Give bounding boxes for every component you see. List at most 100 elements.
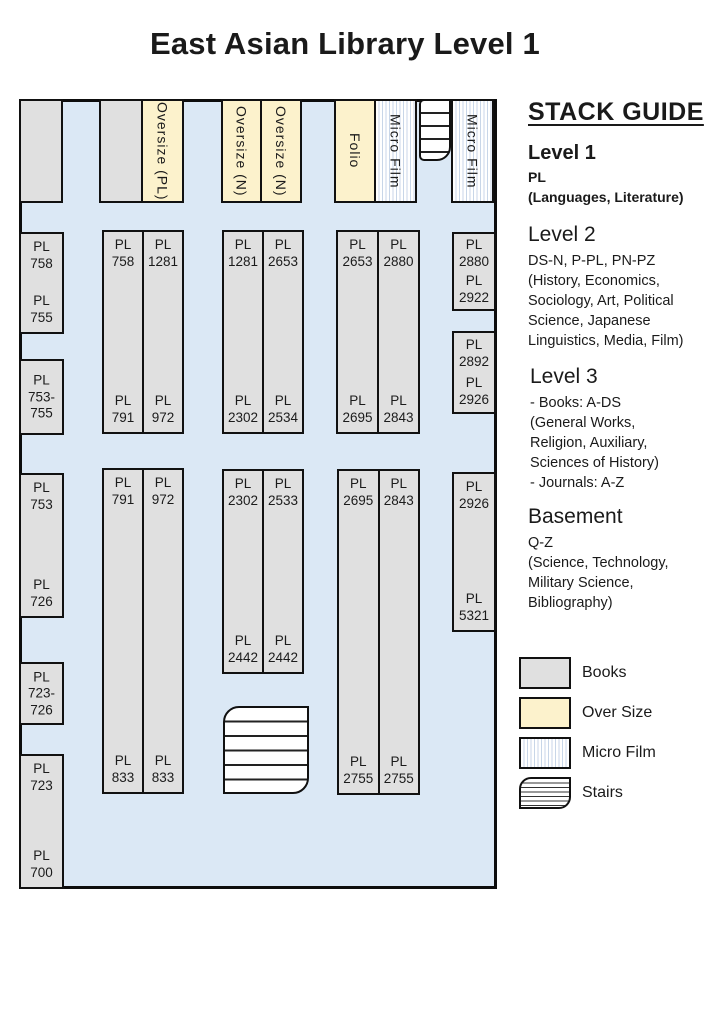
- stack-label: PL 723- 726: [27, 668, 56, 717]
- legend-label: Stairs: [582, 784, 623, 801]
- stack-label: PL 1281: [147, 237, 179, 269]
- stack-label: PL 2695: [343, 476, 374, 508]
- guide-section-level-2: Level 2 DS-N, P-PL, PN-PZ (History, Econ…: [528, 223, 708, 351]
- stack-label: PL 2755: [343, 754, 374, 786]
- stack-wall-left-3: PL 753 PL 726: [19, 473, 64, 618]
- stack-label: PL 2926: [458, 479, 490, 511]
- guide-section-basement: Basement Q-Z (Science, Technology, Milit…: [528, 505, 708, 613]
- stack-label: PL 791: [111, 475, 135, 507]
- stack-label: PL 2755: [383, 754, 414, 786]
- stack-label: PL 753- 755: [27, 372, 56, 421]
- stack-column: PL 2653 PL 2695: [338, 232, 377, 432]
- stack-oversize-n-2: Oversize (N): [260, 99, 302, 203]
- stack-column: PL 2533 PL 2442: [262, 471, 302, 672]
- stack-label: PL 2695: [342, 393, 373, 425]
- stack-pair-a: PL 758 PL 791 PL 1281 PL 972: [102, 230, 184, 434]
- legend: Books Over Size Micro Film Stairs: [519, 657, 699, 817]
- stack-oversize-pl: Oversize (PL): [141, 99, 184, 203]
- stack-folio: Folio: [334, 99, 376, 203]
- guide-heading: Basement: [528, 505, 623, 528]
- stack-label: PL 726: [30, 577, 53, 609]
- guide-heading: Level 2: [528, 223, 596, 246]
- stack-microfilm-1: Micro Film: [374, 99, 417, 203]
- stack-wall-left-5: PL 723 PL 700: [19, 754, 64, 889]
- legend-row-books: Books: [519, 657, 699, 689]
- guide-section-level-1: Level 1 PL (Languages, Literature): [528, 142, 708, 207]
- stack-label: PL 758: [111, 237, 135, 269]
- stack-microfilm-2: Micro Film: [451, 99, 494, 203]
- stack-label: Micro Film: [387, 113, 404, 189]
- stack-oversize-n-1: Oversize (N): [221, 99, 262, 203]
- stack-books-top-1: [19, 99, 63, 203]
- page-title: East Asian Library Level 1: [149, 26, 540, 61]
- stack-label: PL 753: [30, 480, 53, 512]
- guide-body: - Books: A-DS (General Works, Religion, …: [530, 395, 659, 491]
- stack-label: PL 2442: [227, 633, 259, 665]
- legend-swatch-stairs: [519, 777, 571, 809]
- stack-column: PL 2880 PL 2843: [377, 232, 418, 432]
- stack-label: Oversize (PL): [154, 101, 171, 201]
- guide-heading: Level 3: [530, 365, 598, 388]
- stack-label: PL 1281: [227, 237, 259, 269]
- stack-column: PL 758 PL 791: [104, 232, 142, 432]
- stack-column: PL 1281 PL 2302: [224, 232, 262, 432]
- stack-wall-left-2: PL 753- 755: [19, 359, 64, 435]
- stack-pair-f: PL 2695 PL 2755 PL 2843 PL 2755: [337, 469, 420, 795]
- legend-label: Books: [582, 664, 627, 681]
- stack-label: Micro Film: [464, 113, 481, 189]
- guide-body: Q-Z (Science, Technology, Military Scien…: [528, 535, 669, 611]
- guide-section-level-3: Level 3 - Books: A-DS (General Works, Re…: [530, 365, 708, 493]
- guide-heading: Level 1: [528, 142, 596, 164]
- stack-label: PL 2922: [458, 273, 490, 305]
- stack-label: PL 2302: [227, 476, 259, 508]
- stack-column: PL 2653 PL 2534: [262, 232, 302, 432]
- stack-books-top-2: [99, 99, 143, 203]
- stack-wall-right-3: PL 2926 PL 5321: [452, 472, 496, 632]
- stack-label: PL 2653: [267, 237, 299, 269]
- stack-column: PL 972 PL 833: [142, 470, 182, 792]
- stack-label: PL 2926: [458, 375, 490, 407]
- legend-row-oversize: Over Size: [519, 697, 699, 729]
- legend-swatch-books: [519, 657, 571, 689]
- guide-body: DS-N, P-PL, PN-PZ (History, Economics, S…: [528, 253, 684, 349]
- stack-label: Oversize (N): [273, 105, 289, 197]
- stack-wall-left-4: PL 723- 726: [19, 662, 64, 725]
- stack-label: PL 2880: [458, 237, 490, 269]
- stack-wall-right-2: PL 2892 PL 2926: [452, 331, 496, 414]
- legend-swatch-oversize: [519, 697, 571, 729]
- stack-label: PL 2843: [383, 476, 414, 508]
- stack-column: PL 1281 PL 972: [142, 232, 182, 432]
- stack-pair-d: PL 791 PL 833 PL 972 PL 833: [102, 468, 184, 794]
- legend-label: Over Size: [582, 704, 653, 721]
- stack-label: PL 2302: [227, 393, 259, 425]
- legend-label: Micro Film: [582, 744, 656, 761]
- stack-column: PL 791 PL 833: [104, 470, 142, 792]
- stack-label: PL 5321: [458, 591, 490, 623]
- stack-column: PL 2695 PL 2755: [339, 471, 378, 793]
- stack-label: Folio: [347, 133, 363, 169]
- stack-label: PL 700: [30, 848, 53, 880]
- stack-label: PL 2442: [267, 633, 299, 665]
- stack-label: PL 2880: [383, 237, 414, 269]
- stack-label: PL 2653: [342, 237, 373, 269]
- stack-pair-b: PL 1281 PL 2302 PL 2653 PL 2534: [222, 230, 304, 434]
- stack-label: PL 972: [151, 393, 175, 425]
- legend-row-stairs: Stairs: [519, 777, 699, 809]
- stairs-top: [419, 99, 451, 161]
- stack-label: PL 833: [111, 753, 135, 785]
- stack-label: PL 723: [30, 761, 53, 793]
- legend-row-microfilm: Micro Film: [519, 737, 699, 769]
- stack-wall-left-1: PL 758 PL 755: [19, 232, 64, 334]
- stack-label: PL 972: [151, 475, 175, 507]
- stack-label: PL 758: [30, 239, 53, 271]
- stack-label: PL 2892: [458, 337, 490, 369]
- stack-guide-title: STACK GUIDE: [528, 98, 704, 126]
- floor-plan: Oversize (PL) Oversize (N) Oversize (N) …: [19, 99, 497, 889]
- stack-label: Oversize (N): [233, 105, 250, 197]
- stack-column: PL 2843 PL 2755: [377, 471, 419, 793]
- stack-guide: STACK GUIDE Level 1 PL (Languages, Liter…: [528, 98, 708, 613]
- stack-pair-c: PL 2653 PL 2695 PL 2880 PL 2843: [336, 230, 420, 434]
- stack-label: PL 2843: [383, 393, 414, 425]
- stack-label: PL 833: [151, 753, 175, 785]
